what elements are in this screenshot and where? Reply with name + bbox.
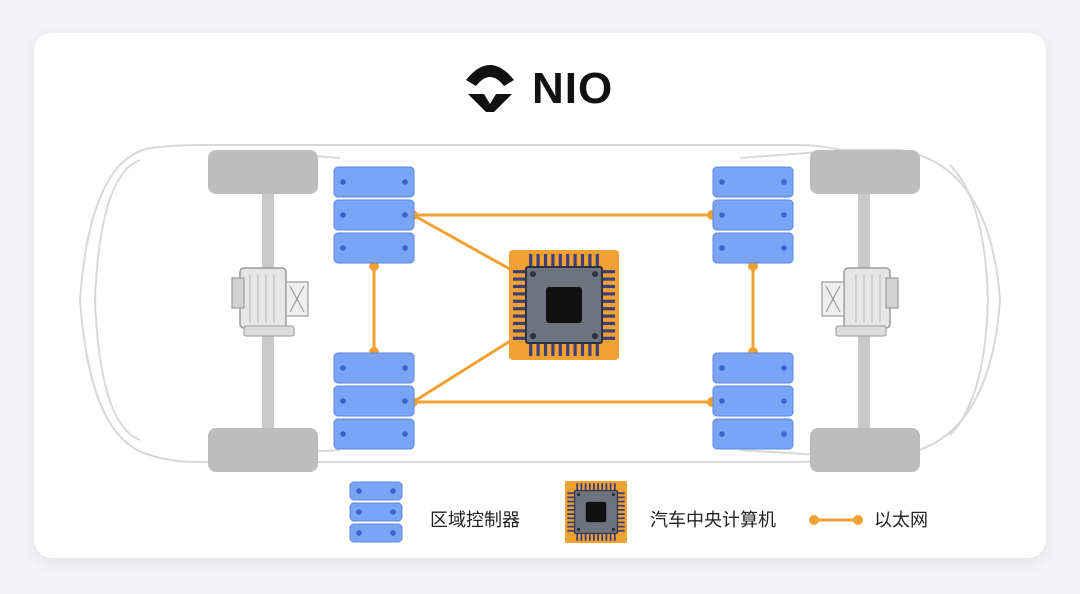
legend-ethernet-icon <box>809 515 863 525</box>
zone-controller-icon <box>333 166 415 264</box>
legend-zone-controller-label: 区域控制器 <box>430 510 520 531</box>
legend-zone-controller-icon <box>349 481 403 543</box>
legend-central-computer-icon <box>565 481 627 543</box>
legend: 区域控制器 汽车中央计算机 以太网 <box>349 481 928 543</box>
wheel-icon <box>810 428 920 472</box>
wheel-icon <box>810 150 920 194</box>
zone-controller-icon <box>333 352 415 450</box>
zone-controller-icon <box>349 481 403 543</box>
wheel-icon <box>208 428 318 472</box>
central-computer-chip-icon <box>509 250 619 360</box>
nio-logo-icon <box>466 65 514 112</box>
legend-ethernet-label: 以太网 <box>874 510 928 531</box>
ethernet-links <box>372 213 755 404</box>
zone-controller-icon <box>712 166 794 264</box>
brand-name: NIO <box>532 64 613 113</box>
wheel-icon <box>208 150 318 194</box>
motor-icon <box>821 267 899 337</box>
motor-icon <box>231 267 309 337</box>
legend-central-computer-label: 汽车中央计算机 <box>650 510 776 531</box>
zone-controller-icon <box>712 352 794 450</box>
zone-controllers <box>333 166 794 450</box>
